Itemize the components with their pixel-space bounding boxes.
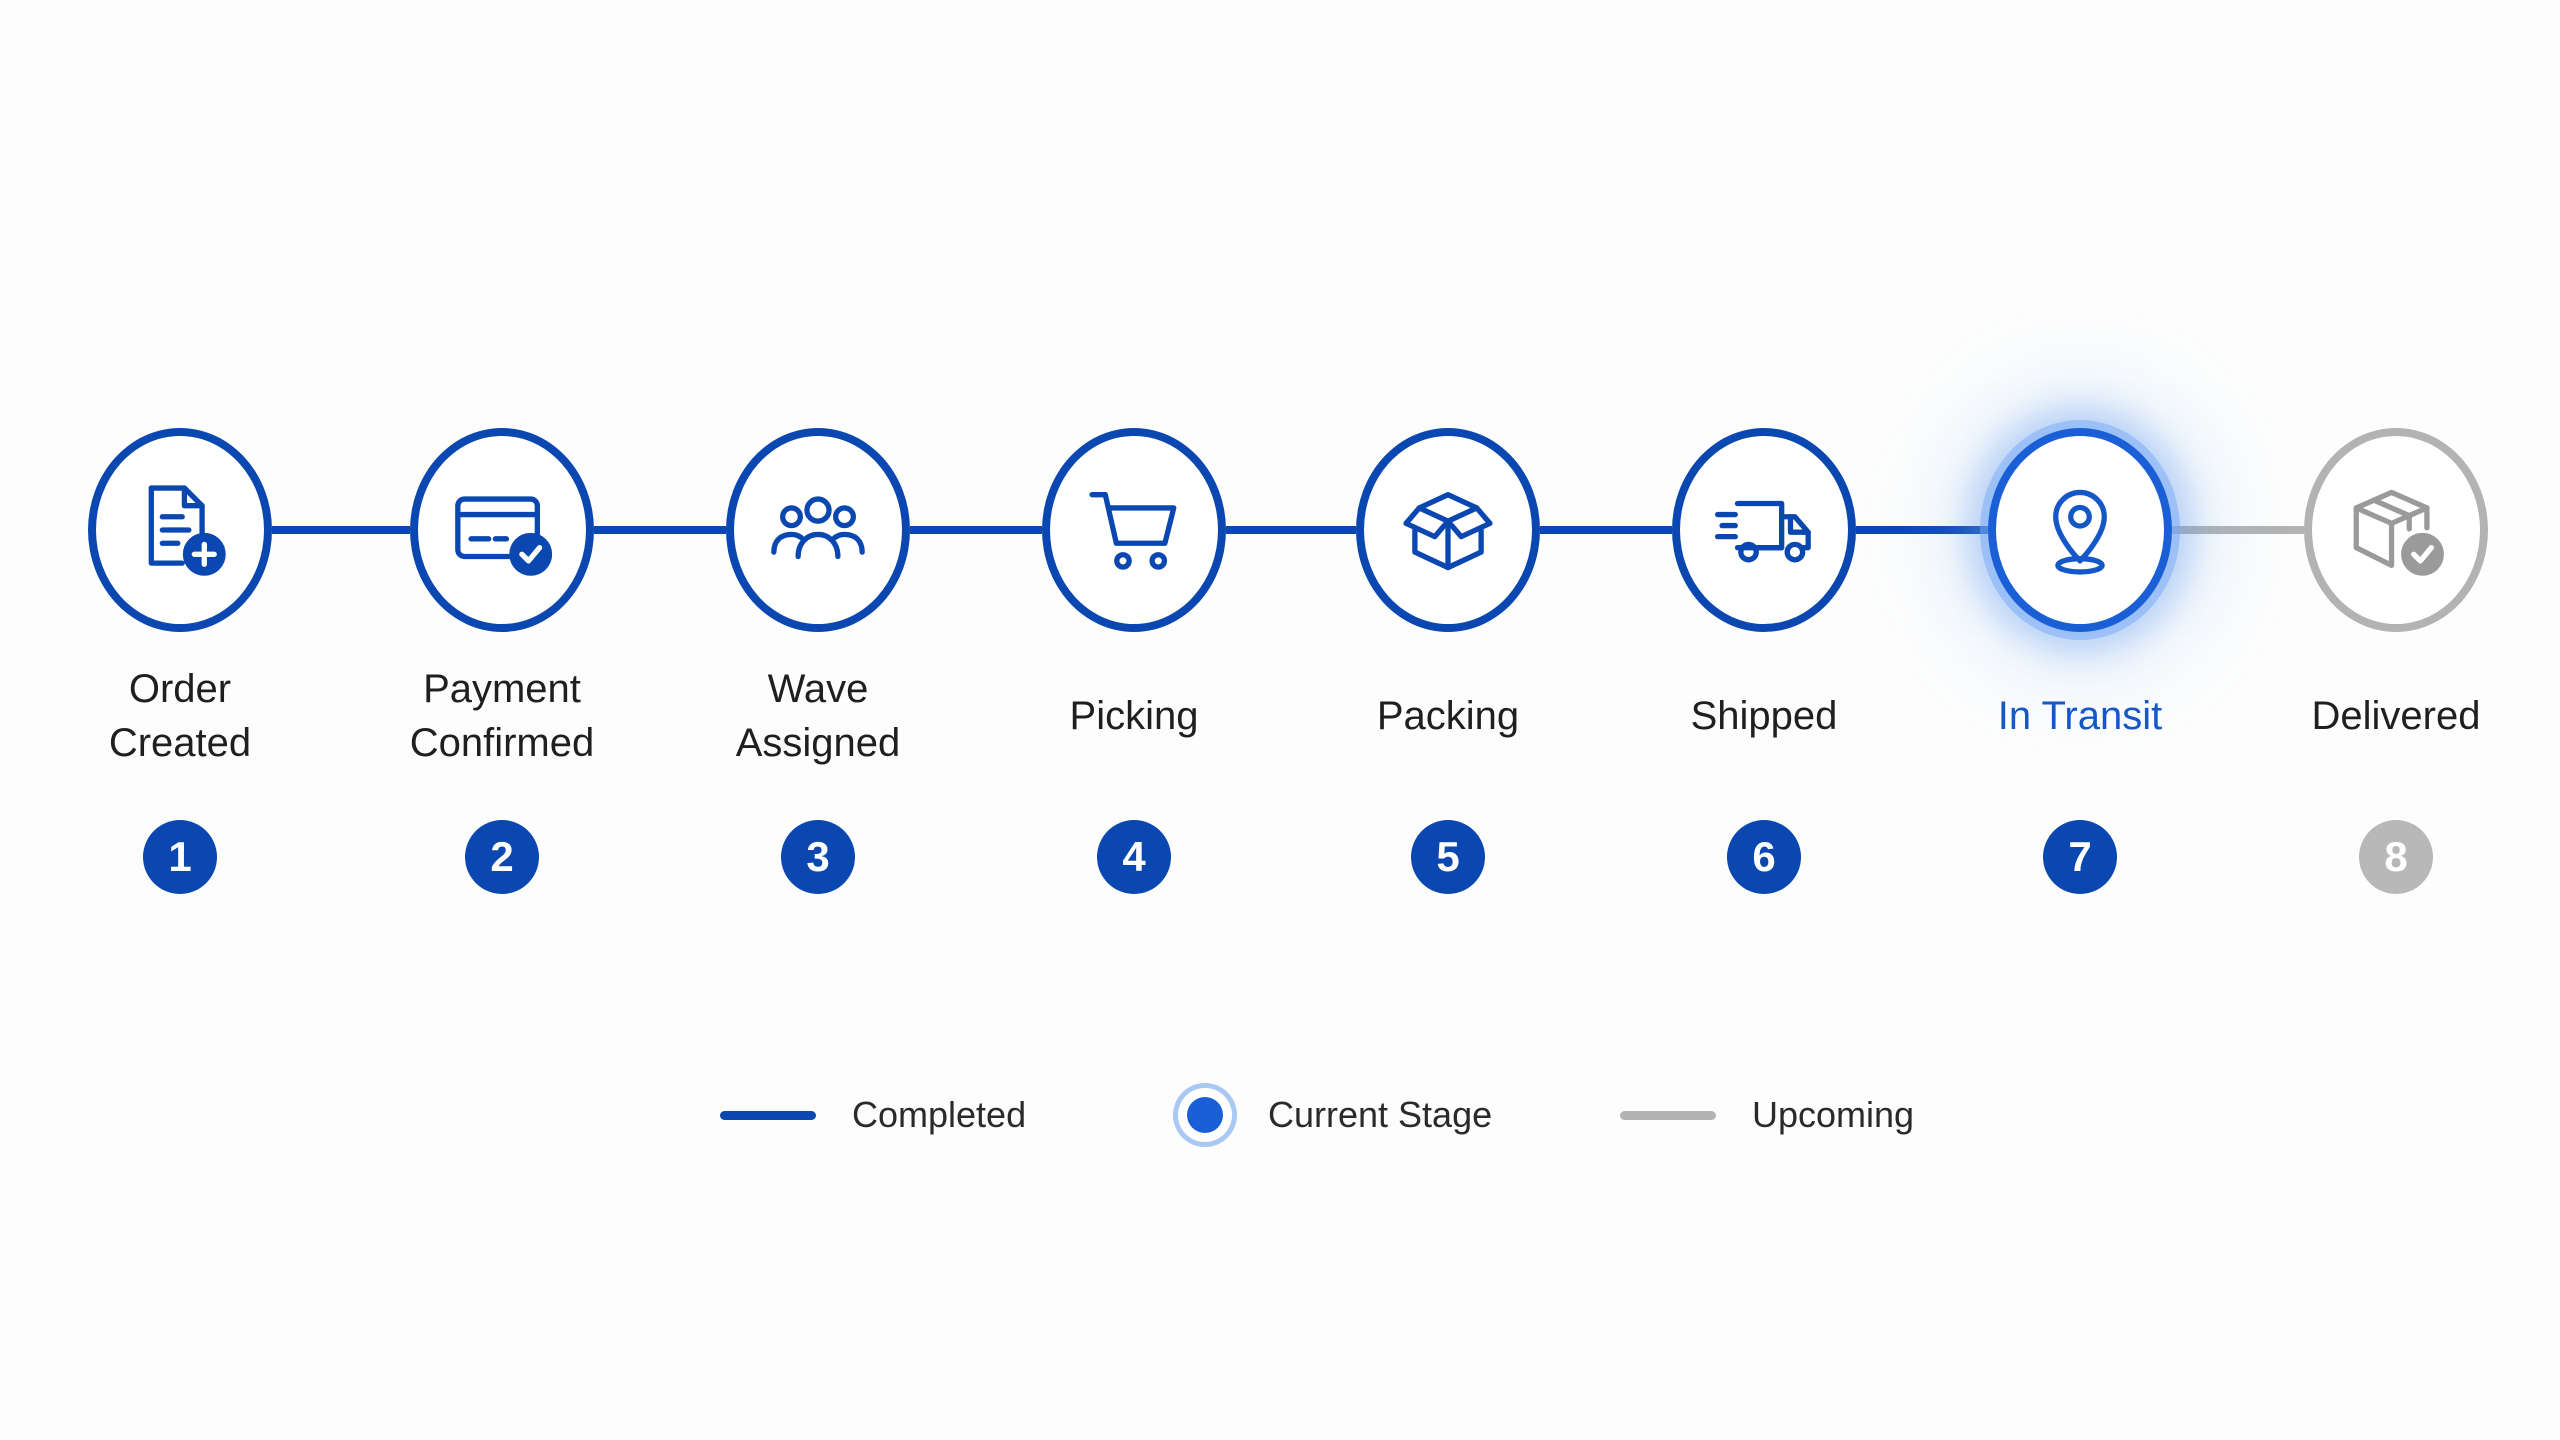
step-number-badge: 4 (1097, 820, 1171, 894)
step-number-badge: 5 (1411, 820, 1485, 894)
step-circle[interactable] (726, 428, 910, 632)
legend-completed-label: Completed (852, 1094, 1027, 1135)
shopping-cart-icon (1089, 492, 1177, 570)
open-box-icon (1403, 492, 1493, 571)
legend-current-label: Current Stage (1268, 1094, 1493, 1135)
step-circle[interactable] (1042, 428, 1226, 632)
step-label: Delivered (2311, 694, 2481, 738)
step-label: Picking (1069, 694, 1199, 738)
step-circle[interactable] (1356, 428, 1540, 632)
step-circle[interactable] (88, 428, 272, 632)
step-circle[interactable] (2304, 428, 2488, 632)
legend-current-marker (1178, 1088, 1232, 1142)
legend-upcoming: Upcoming (1620, 1085, 1914, 1145)
legend-upcoming-label: Upcoming (1752, 1094, 1915, 1135)
step-label: Order Created (108, 667, 252, 765)
legend-completed-line (720, 1110, 816, 1120)
step-number-badge: 8 (2359, 820, 2433, 894)
step-number-badge: 2 (465, 820, 539, 894)
delivery-truck-icon (1714, 500, 1811, 563)
credit-card-check-icon (455, 496, 553, 576)
step-label: In Transit (1997, 694, 2163, 738)
step-circle[interactable] (410, 428, 594, 632)
location-pin-icon (2053, 489, 2107, 575)
step-label: Wave Assigned (735, 667, 901, 765)
step-circle[interactable] (1988, 428, 2172, 632)
step-circle[interactable] (1672, 428, 1856, 632)
step-number-badge: 1 (143, 820, 217, 894)
step-label: Payment Confirmed (409, 667, 595, 765)
legend-current: Current Stage (1178, 1085, 1492, 1145)
legend-upcoming-line (1620, 1110, 1716, 1120)
step-label: Packing (1376, 694, 1520, 738)
users-group-icon (771, 496, 865, 560)
step-number-badge: 7 (2043, 820, 2117, 894)
legend: Completed Current Stage Upcoming (0, 1085, 2560, 1145)
document-plus-icon (148, 485, 226, 576)
step-label: Shipped (1690, 694, 1838, 738)
step-number-badge: 3 (781, 820, 855, 894)
legend-completed: Completed (720, 1085, 1026, 1145)
step-number-badge: 6 (1727, 820, 1801, 894)
box-check-icon (2353, 489, 2444, 576)
